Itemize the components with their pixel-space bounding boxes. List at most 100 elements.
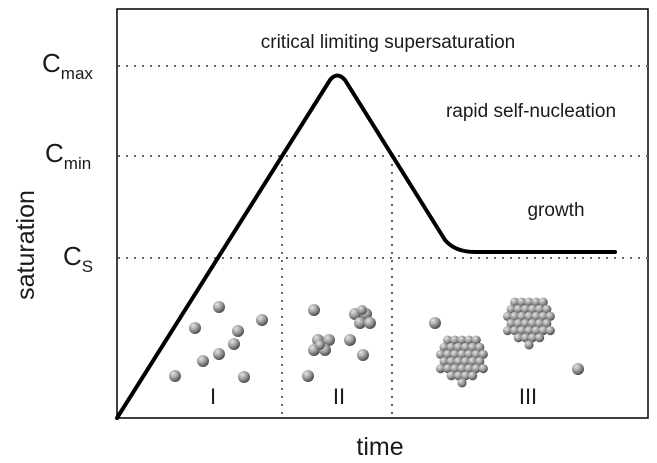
phase-2-particles (302, 304, 369, 382)
monomer (256, 314, 268, 326)
crystal-atom (524, 340, 534, 350)
crystal-atom (457, 378, 467, 388)
crystal-atom (524, 326, 534, 336)
crystal-atom (478, 364, 488, 374)
crystal-atom (524, 311, 534, 321)
monomer (344, 334, 356, 346)
crystal-atom (471, 364, 481, 374)
crystal-atom (538, 326, 548, 336)
crystal-atom (517, 297, 527, 307)
crystal-atom (450, 364, 460, 374)
crystal-atom (446, 342, 456, 352)
crystal-atom (446, 356, 456, 367)
crystal-atom (460, 342, 471, 352)
x-axis-label: time (356, 433, 403, 461)
crystal-atom (439, 342, 449, 352)
crystal-atom (460, 356, 471, 367)
crystal-atom (464, 335, 474, 345)
crystal-atom (503, 326, 513, 336)
crystal-atom (457, 349, 467, 359)
crystal-atom (538, 311, 548, 321)
crystal-atom (517, 326, 527, 336)
crystal-atom (517, 311, 527, 321)
crystal-atom (453, 342, 463, 352)
crystal-atom (464, 349, 474, 359)
crystal-atom (535, 304, 545, 314)
monomer (189, 322, 201, 334)
critical-region-label: critical limiting supersaturation (261, 32, 516, 53)
crystal-atom (475, 356, 485, 367)
crystal-atom (443, 335, 453, 345)
crystal-atom (527, 304, 538, 314)
monomer (213, 301, 225, 313)
saturation-curve (115, 73, 617, 420)
crystal-atom (457, 335, 467, 345)
crystal-atom (520, 333, 531, 343)
plot-frame (116, 8, 649, 419)
crystal-atom (520, 318, 531, 329)
crystal-atom (542, 304, 552, 314)
crystal-atom (542, 318, 552, 329)
crystal-atom (453, 356, 463, 367)
phase-separators (281, 156, 393, 418)
crystal-atom (506, 318, 516, 329)
nucleation-region-label: rapid self-nucleation (446, 101, 616, 122)
crystal-atom (436, 364, 446, 374)
crystal-atom (471, 349, 481, 359)
phase-label-3: III (519, 384, 537, 409)
crystal-atom (545, 326, 555, 336)
level-lines (118, 65, 648, 259)
crystal-atom (510, 297, 520, 307)
crystal-atom (513, 304, 523, 314)
monomer (308, 304, 320, 316)
crystal-atom (503, 311, 513, 321)
monomer (238, 371, 250, 383)
crystal-atom (450, 349, 460, 359)
monomer (228, 338, 240, 350)
monomer (429, 317, 441, 329)
monomer (197, 355, 209, 367)
nanocrystal-large-2 (503, 297, 555, 350)
phase-1-monomers (169, 301, 268, 383)
crystal-atom (468, 356, 478, 367)
crystal-atom (510, 326, 520, 336)
monomer (169, 370, 181, 382)
crystal-atom (468, 342, 478, 352)
crystal-atom (457, 364, 467, 374)
crystal-atom (460, 371, 471, 381)
monomer (302, 370, 314, 382)
phase-label-1: I (210, 384, 216, 409)
crystal-atom (468, 371, 478, 381)
monomer (232, 325, 244, 337)
crystal-atom (531, 326, 541, 336)
crystal-atom (527, 318, 538, 329)
crystal-atom (506, 304, 516, 314)
crystal-atom (439, 356, 449, 367)
cmin-label: Cmin (45, 138, 91, 173)
crystal-atom (535, 333, 545, 343)
crystal-atom (531, 297, 541, 307)
crystal-atom (471, 335, 481, 345)
cluster-small-2 (308, 334, 335, 356)
crystal-atom (535, 318, 545, 329)
phase-3-monomers (429, 317, 584, 375)
crystal-atom (531, 311, 541, 321)
crystal-atom (513, 318, 523, 329)
crystal-atom (446, 371, 456, 381)
crystal-atom (464, 364, 474, 374)
crystal-atom (545, 311, 555, 321)
crystal-atom (475, 342, 485, 352)
crystal-atom (538, 297, 548, 307)
crystal-atom (453, 371, 463, 381)
monomer (213, 348, 225, 360)
crystal-atom (524, 297, 534, 307)
crystal-atom (436, 349, 446, 359)
cs-label: CS (63, 241, 93, 276)
crystal-atom (450, 335, 460, 345)
monomer (572, 363, 584, 375)
y-axis-label: saturation (12, 190, 40, 300)
crystal-atom (513, 333, 523, 343)
crystal-atom (478, 349, 488, 359)
phase-label-2: II (333, 384, 345, 409)
